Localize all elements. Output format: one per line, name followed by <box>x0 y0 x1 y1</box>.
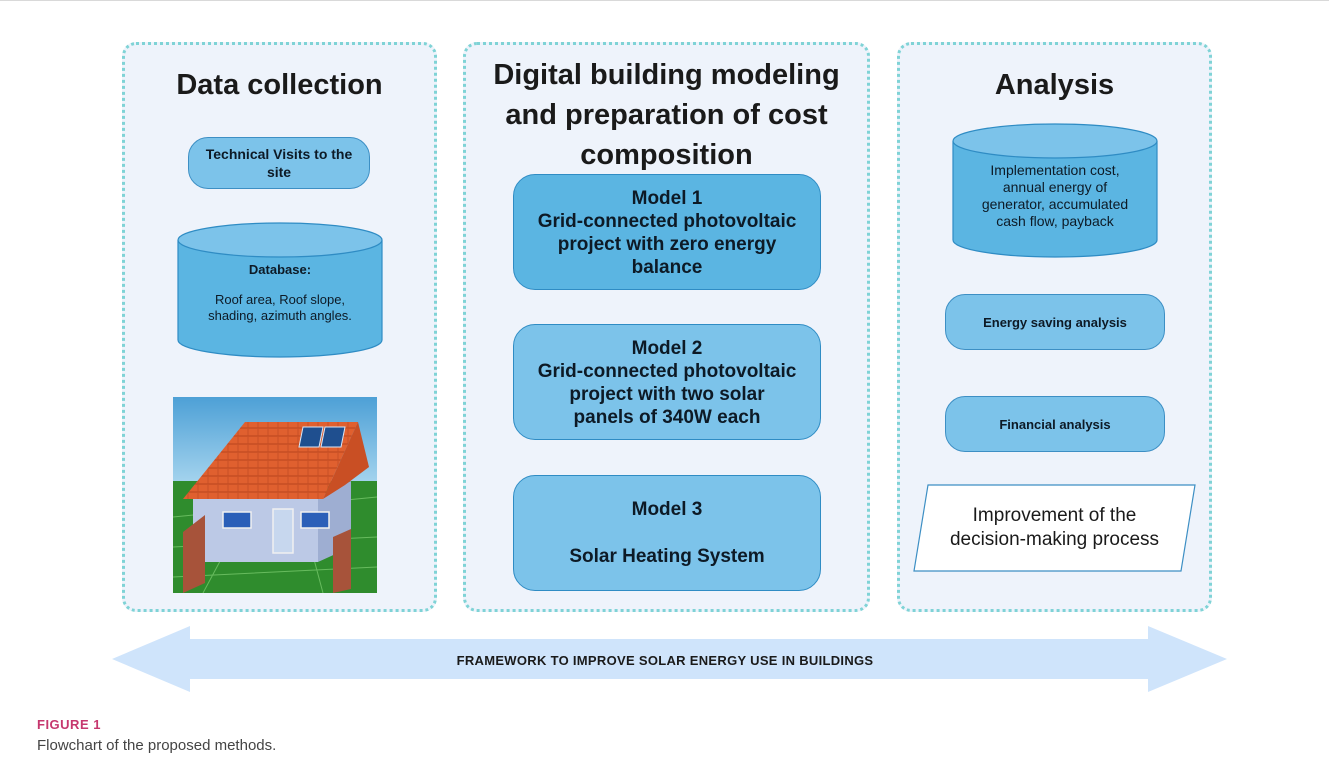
decision-line-2: decision-making process <box>949 529 1160 550</box>
energy-saving-analysis-box: Energy saving analysis <box>945 294 1165 350</box>
model-2-line-2: Grid-connected photovoltaic <box>537 361 797 382</box>
modeling-title-line-3: composition <box>580 139 753 171</box>
figure-caption: Flowchart of the proposed methods. <box>37 737 277 754</box>
modeling-title: Digital building modeling and preparatio… <box>466 55 867 175</box>
model-3-box: Model 3 Solar Heating System <box>513 475 821 591</box>
results-cylinder-shape <box>952 123 1158 258</box>
modeling-title-line-2: and preparation of cost <box>505 99 828 131</box>
decision-line-1: Improvement of the <box>972 505 1137 526</box>
framework-banner-text: FRAMEWORK TO IMPROVE SOLAR ENERGY USE IN… <box>456 652 874 668</box>
results-line-3: generator, accumulated <box>981 196 1129 212</box>
technical-visits-line-2: site <box>266 164 292 180</box>
results-line-2: annual energy of <box>1002 179 1108 195</box>
technical-visits-line-1: Technical Visits to the <box>205 146 353 162</box>
energy-saving-analysis-label: Energy saving analysis <box>983 314 1127 330</box>
top-rule <box>0 0 1329 1</box>
framework-double-arrow <box>112 626 1227 692</box>
results-line-1: Implementation cost, <box>990 162 1120 178</box>
analysis-title: Analysis <box>994 69 1115 101</box>
results-cylinder: Implementation cost, annual energy of ge… <box>952 123 1158 258</box>
model-2-box: Model 2 Grid-connected photovoltaic proj… <box>513 324 821 440</box>
data-collection-title: Data collection <box>176 69 383 101</box>
model-2-line-3: project with two solar <box>569 384 765 405</box>
house-illustration <box>173 397 377 593</box>
model-1-box: Model 1 Grid-connected photovoltaic proj… <box>513 174 821 290</box>
model-3-line-1: Model 3 <box>631 499 703 520</box>
modeling-title-line-1: Digital building modeling <box>493 59 840 91</box>
results-line-4: cash flow, payback <box>996 213 1114 229</box>
model-1-line-2: Grid-connected photovoltaic <box>537 211 797 232</box>
technical-visits-box: Technical Visits to the site <box>188 137 370 189</box>
model-1-line-3: project with zero energy <box>557 234 777 255</box>
financial-analysis-label: Financial analysis <box>999 416 1111 432</box>
database-cylinder: Database: Roof area, Roof slope, shading… <box>177 222 383 358</box>
model-2-line-1: Model 2 <box>631 338 703 359</box>
house-image <box>173 397 377 593</box>
model-1-line-4: balance <box>631 257 703 278</box>
decision-making-parallelogram: Improvement of the decision-making proce… <box>913 484 1196 572</box>
model-3-line-2 <box>514 521 820 545</box>
financial-analysis-box: Financial analysis <box>945 396 1165 452</box>
database-cylinder-shape <box>177 222 383 358</box>
model-2-line-4: panels of 340W each <box>573 407 761 428</box>
database-body-line-2: shading, azimuth angles. <box>208 308 352 323</box>
decision-making-shape <box>913 484 1196 572</box>
database-body-line-1: Roof area, Roof slope, <box>214 292 346 307</box>
database-heading: Database: <box>248 262 312 277</box>
model-1-line-1: Model 1 <box>631 188 703 209</box>
model-3-line-3: Solar Heating System <box>569 546 765 567</box>
figure-label: FIGURE 1 <box>37 717 101 732</box>
